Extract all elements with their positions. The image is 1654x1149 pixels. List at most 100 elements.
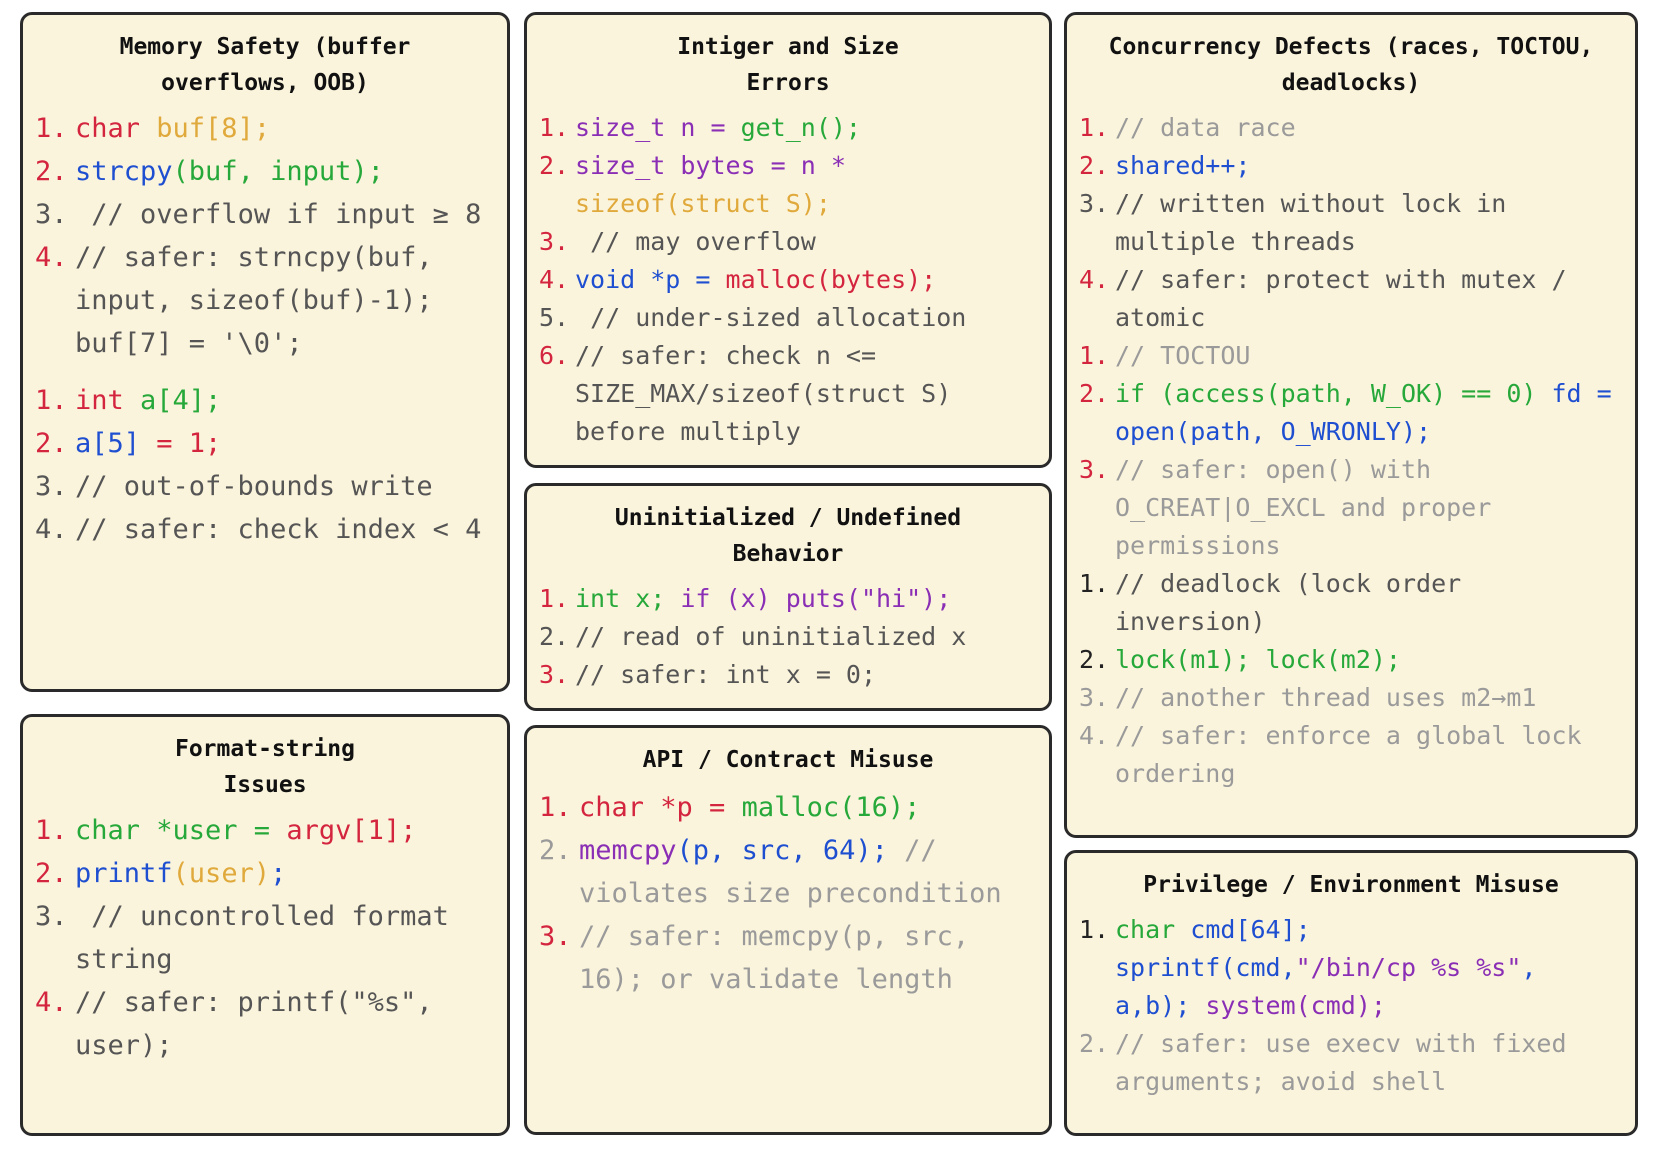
code-line: 1.char *user = argv[1];: [35, 809, 495, 852]
code-line: 3. // overflow if input ≥ 8: [35, 193, 495, 236]
line-number: 1.: [35, 815, 68, 846]
code-line: 1.char cmd[64]; sprintf(cmd,"/bin/cp %s …: [1079, 911, 1623, 1025]
line-number: 4.: [1079, 265, 1110, 294]
format-string-card: Format-string Issues 1.char *user = argv…: [20, 714, 510, 1136]
code-token: // data race: [1115, 113, 1296, 142]
code-token: int: [75, 385, 141, 416]
line-gap: [35, 365, 495, 379]
code-token: int x;: [575, 584, 681, 613]
line-number: 3.: [35, 901, 68, 932]
code-line: 3.// out-of-bounds write: [35, 465, 495, 508]
code-token: fd = open(path, O_WRONLY);: [1115, 379, 1627, 446]
code-line: 3.// another thread uses m2→m1: [1079, 679, 1623, 717]
code-line: 3.// safer: open() with O_CREAT|O_EXCL a…: [1079, 451, 1623, 565]
code-token: char *user =: [75, 815, 287, 846]
code-token: // overflow if input ≥ 8: [75, 199, 482, 230]
code-line: 2.// safer: use execv with fixed argumen…: [1079, 1025, 1623, 1101]
card-title: Memory Safety (buffer overflows, OOB): [119, 34, 411, 96]
code-line: 1.char *p = malloc(16);: [539, 786, 1037, 829]
card-title: Format-string Issues: [174, 736, 355, 798]
code-token: // may overflow: [575, 227, 816, 256]
code-line: 4.// safer: enforce a global lock orderi…: [1079, 717, 1623, 793]
code-token: // safer: enforce a global lock ordering: [1115, 721, 1597, 788]
code-token: system(cmd);: [1205, 991, 1386, 1020]
line-number: 1.: [1079, 113, 1110, 142]
code-token: lock(m1); lock(m2);: [1115, 645, 1401, 674]
code-token: // read of uninitialized x: [575, 622, 967, 651]
code-line: 2.memcpy(p, src, 64); // violates size p…: [539, 829, 1037, 915]
line-number: 2.: [539, 622, 570, 651]
line-number: 4.: [539, 265, 570, 294]
code-token: // safer: strncpy(buf, input, sizeof(buf…: [75, 242, 449, 359]
code-token: memcpy: [579, 835, 677, 866]
code-token: get_n();: [740, 113, 861, 142]
code-token: (buf, input);: [172, 156, 384, 187]
code-token: // written without lock in multiple thre…: [1115, 189, 1522, 256]
code-token: char: [75, 113, 157, 144]
code-token: "/bin/cp %s %s": [1295, 953, 1522, 982]
line-number: 3.: [1079, 455, 1110, 484]
card-title: Intiger and Size Errors: [677, 34, 899, 96]
line-number: 2.: [539, 151, 570, 180]
line-number: 1.: [539, 792, 572, 823]
code-token: // safer: use execv with fixed arguments…: [1115, 1029, 1582, 1096]
code-line: 4.// safer: printf("%s", user);: [35, 981, 495, 1067]
privilege-environment-card: Privilege / Environment Misuse 1.char cm…: [1064, 850, 1638, 1136]
code-token: // safer: printf("%s", user);: [75, 987, 449, 1061]
code-token: buf[8];: [156, 113, 271, 144]
code-token: size_t bytes = n *: [575, 151, 861, 180]
line-number: 1.: [1079, 341, 1110, 370]
code-listing: 1.char *user = argv[1];2.printf(user);3.…: [35, 809, 495, 1067]
line-number: 2.: [539, 835, 572, 866]
code-token: // uncontrolled format string: [75, 901, 466, 975]
code-token: // out-of-bounds write: [75, 471, 433, 502]
line-number: 2.: [35, 858, 68, 889]
line-number: 4.: [35, 514, 68, 545]
line-number: 2.: [1079, 1029, 1110, 1058]
api-contract-misuse-card: API / Contract Misuse 1.char *p = malloc…: [524, 725, 1052, 1135]
code-token: void *p =: [575, 265, 726, 294]
code-line: 2.size_t bytes = n * sizeof(struct S);: [539, 147, 1037, 223]
code-line: 3.// safer: int x = 0;: [539, 656, 1037, 694]
code-listing: 1.int x; if (x) puts("hi");2.// read of …: [539, 580, 1037, 694]
code-token: size_t n =: [575, 113, 741, 142]
code-listing: 1.char cmd[64]; sprintf(cmd,"/bin/cp %s …: [1079, 911, 1623, 1101]
code-token: malloc(16);: [741, 792, 921, 823]
line-number: 2.: [35, 428, 68, 459]
code-token: if (x) puts("hi");: [680, 584, 952, 613]
code-line: 1.int x; if (x) puts("hi");: [539, 580, 1037, 618]
card-title: Uninitialized / Undefined Behavior: [614, 505, 962, 567]
code-line: 5. // under-sized allocation: [539, 299, 1037, 337]
code-token: a[5]: [75, 428, 141, 459]
code-token: // safer: open() with O_CREAT|O_EXCL and…: [1115, 455, 1507, 560]
code-token: char *p =: [579, 792, 742, 823]
code-token: printf: [75, 858, 173, 889]
code-token: // deadlock (lock order inversion): [1115, 569, 1477, 636]
code-token: malloc(bytes);: [725, 265, 937, 294]
line-number: 3.: [35, 471, 68, 502]
line-number: 3.: [1079, 683, 1110, 712]
code-token: // safer: memcpy(p, src, 16); or validat…: [579, 921, 986, 995]
code-line: 3.// safer: memcpy(p, src, 16); or valid…: [539, 915, 1037, 1001]
code-token: // safer: check n <= SIZE_MAX/sizeof(str…: [575, 341, 967, 446]
code-line: 2.shared++;: [1079, 147, 1623, 185]
code-line: 3. // uncontrolled format string: [35, 895, 495, 981]
code-token: strcpy: [75, 156, 173, 187]
line-number: 1.: [539, 113, 570, 142]
code-line: 4.// safer: strncpy(buf, input, sizeof(b…: [35, 236, 495, 365]
code-line: 4.void *p = malloc(bytes);: [539, 261, 1037, 299]
code-line: 3. // may overflow: [539, 223, 1037, 261]
code-line: 2.// read of uninitialized x: [539, 618, 1037, 656]
code-line: 1.int a[4];: [35, 379, 495, 422]
code-token: // safer: check index < 4: [75, 514, 482, 545]
code-token: // safer: int x = 0;: [575, 660, 877, 689]
code-token: , a,b);: [1115, 953, 1552, 1020]
line-number: 3.: [539, 227, 570, 256]
code-token: = 1;: [140, 428, 222, 459]
code-line: 2.strcpy(buf, input);: [35, 150, 495, 193]
code-token: a[4];: [140, 385, 222, 416]
line-number: 3.: [35, 199, 68, 230]
memory-safety-card: Memory Safety (buffer overflows, OOB) 1.…: [20, 12, 510, 692]
code-listing: 1.char buf[8];2.strcpy(buf, input);3. //…: [35, 107, 495, 551]
